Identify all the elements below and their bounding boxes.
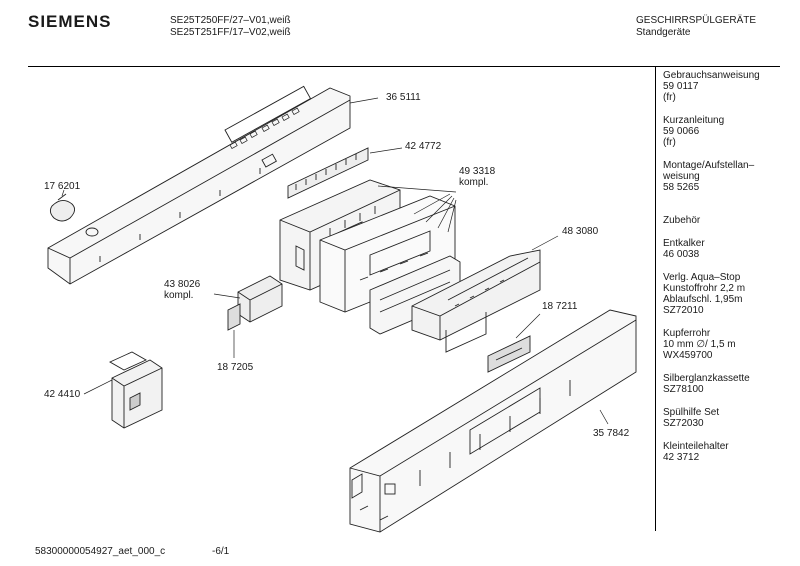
connector-strip-drawing <box>287 147 369 199</box>
part-label-36-5111: 36 5111 <box>386 92 421 103</box>
sidebar-line: Kunstoffrohr 2,2 m <box>663 283 746 294</box>
document-id: 58300000054927_aet_000_c <box>35 546 166 557</box>
sidebar-line: Montage/Aufstellan– <box>663 160 755 171</box>
part-label-42-4410: 42 4410 <box>44 389 81 400</box>
sidebar-line: Kurzanleitung <box>663 115 725 126</box>
header-divider <box>28 66 780 67</box>
sidebar-line: 42 3712 <box>663 452 700 463</box>
sidebar-line: Ablaufschl. 1,95m <box>663 294 743 305</box>
sidebar-line: (fr) <box>663 137 676 148</box>
model-line-1: SE25T250FF/27–V01,weiß <box>170 15 291 26</box>
sidebar-line: WX459700 <box>663 350 713 361</box>
sidebar-line: Kleinteilehalter <box>663 441 729 452</box>
part-number: 43 8026 <box>164 279 201 290</box>
sidebar-line: SZ72010 <box>663 305 704 316</box>
holder-bracket-drawing <box>411 249 541 353</box>
sidebar-line: Silberglanzkassette <box>663 373 750 384</box>
sidebar-line: weisung <box>663 171 700 182</box>
part-note: kompl. <box>459 177 489 188</box>
sidebar-block: Silberglanzkassette SZ78100 <box>663 373 793 395</box>
category-line-1: GESCHIRRSPÜLGERÄTE <box>636 15 757 26</box>
part-number: 49 3318 <box>459 166 496 177</box>
clip-drawing <box>49 193 75 222</box>
sidebar-block: Kupferrohr 10 mm ∅/ 1,5 m WX459700 <box>663 328 793 361</box>
sidebar-line: SZ72030 <box>663 418 704 429</box>
appliance-category: GESCHIRRSPÜLGERÄTE Standgeräte <box>636 15 756 39</box>
page-number: -6/1 <box>212 546 230 557</box>
sidebar-line: 46 0038 <box>663 249 700 260</box>
part-label-18-7211: 18 7211 <box>542 301 578 312</box>
sidebar-line: Gebrauchsanweisung <box>663 70 760 81</box>
sidebar-block: Kleinteilehalter 42 3712 <box>663 441 793 463</box>
sidebar-block: Verlg. Aqua–Stop Kunstoffrohr 2,2 m Abla… <box>663 272 793 316</box>
sidebar-line: SZ78100 <box>663 384 704 395</box>
base-housing-drawing <box>349 309 637 533</box>
sidebar-line: Zubehör <box>663 215 701 226</box>
relay-drawing <box>227 275 283 331</box>
sidebar-line: Verlg. Aqua–Stop <box>663 272 741 283</box>
brand-logo: SIEMENS <box>28 12 112 31</box>
sidebar-line: 58 5265 <box>663 182 700 193</box>
part-label-35-7842: 35 7842 <box>593 428 630 439</box>
sidebar-line: 59 0066 <box>663 126 700 137</box>
sidebar-divider <box>655 66 656 531</box>
sidebar-block: Kurzanleitung 59 0066 (fr) <box>663 115 793 148</box>
sidebar-line: 10 mm ∅/ 1,5 m <box>663 339 736 350</box>
part-label-17-6201: 17 6201 <box>44 181 81 192</box>
accessories-list: Gebrauchsanweisung 59 0117 (fr) Kurzanle… <box>663 70 793 475</box>
part-label-42-4772: 42 4772 <box>405 141 442 152</box>
control-panel-drawing <box>47 85 351 285</box>
model-line-2: SE25T251FF/17–V02,weiß <box>170 27 291 38</box>
leader-lines <box>61 97 609 425</box>
part-label-49-3318: 49 3318 kompl. <box>459 166 495 188</box>
sidebar-block: Gebrauchsanweisung 59 0117 (fr) <box>663 70 793 103</box>
part-label-18-7205: 18 7205 <box>217 362 254 373</box>
sidebar-line: Spülhilfe Set <box>663 407 720 418</box>
sidebar-line: (fr) <box>663 92 676 103</box>
part-label-48-3080: 48 3080 <box>562 226 599 237</box>
sidebar-line: Kupferrohr <box>663 328 711 339</box>
sidebar-block: Montage/Aufstellan– weisung 58 5265 <box>663 160 793 193</box>
sidebar-block: Spülhilfe Set SZ72030 <box>663 407 793 429</box>
small-board-drawing <box>487 335 531 373</box>
sidebar-line: 59 0117 <box>663 81 699 92</box>
part-label-43-8026: 43 8026 kompl. <box>164 279 200 301</box>
sidebar-line: Entkalker <box>663 238 705 249</box>
category-line-2: Standgeräte <box>636 27 691 38</box>
switch-drawing <box>109 351 163 429</box>
part-note: kompl. <box>164 290 194 301</box>
model-numbers: SE25T250FF/27–V01,weiß SE25T251FF/17–V02… <box>170 15 291 39</box>
sidebar-block: Entkalker 46 0038 <box>663 238 793 260</box>
sidebar-block: Zubehör <box>663 215 793 226</box>
